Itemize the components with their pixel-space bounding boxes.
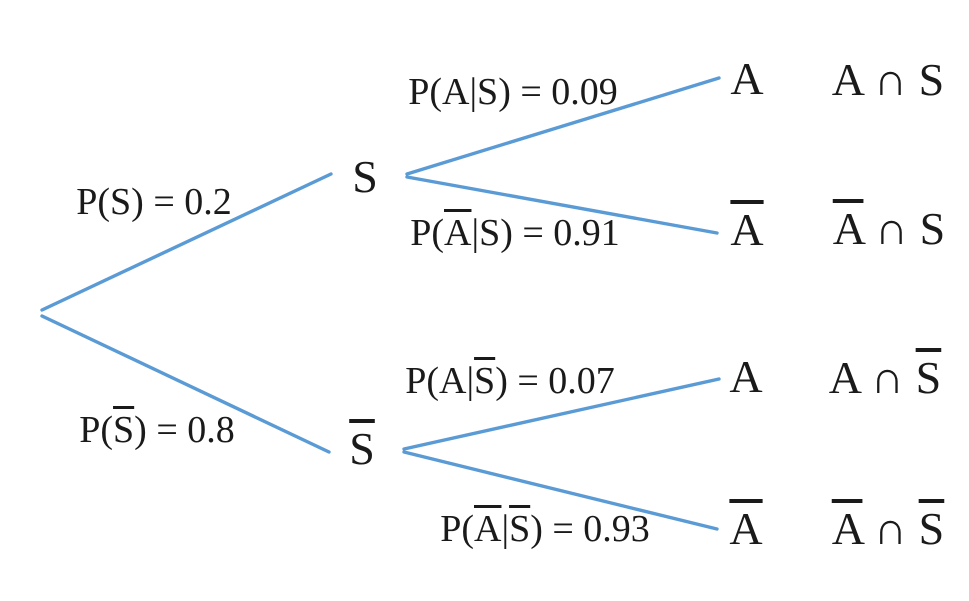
outcome-a-and-s: A ∩ S xyxy=(832,57,944,103)
label-segment: A ∩ S xyxy=(831,54,945,105)
outcome-abar-and-s: A ∩ S xyxy=(833,206,946,252)
branch-label-p-sbar: P(S) = 0.8 xyxy=(79,411,235,449)
edge-sbar-to-a xyxy=(402,377,721,451)
label-segment: ) = 0.93 xyxy=(530,508,650,550)
edge-s-to-a xyxy=(405,76,721,176)
node-sbar: S xyxy=(349,426,375,472)
overline-segment: A xyxy=(730,204,764,255)
edge-root-to-s xyxy=(40,172,333,312)
label-segment: P(A| xyxy=(405,360,475,402)
node-abar-given-s: A xyxy=(730,207,763,253)
node-abar-given-sbar: A xyxy=(729,506,762,552)
branch-label-p-a-given-s: P(A|S) = 0.09 xyxy=(408,73,618,111)
branch-label-p-a-given-sbar: P(A|S) = 0.07 xyxy=(405,362,615,400)
node-s: S xyxy=(352,154,378,200)
label-segment: ∩ xyxy=(862,503,919,554)
overline-segment: A xyxy=(832,203,864,254)
overline-segment: S xyxy=(915,352,942,403)
edge-s-to-abar xyxy=(405,175,719,235)
branch-label-p-s: P(S) = 0.2 xyxy=(76,183,232,221)
outcome-abar-and-sbar: A ∩ S xyxy=(832,506,945,552)
overline-segment: S xyxy=(918,503,945,554)
label-segment: ) = 0.8 xyxy=(134,409,235,451)
overline-segment: A xyxy=(831,503,863,554)
overline-segment: A xyxy=(444,212,472,254)
label-segment: P(S) = 0.2 xyxy=(76,181,232,223)
label-segment: P( xyxy=(440,508,474,550)
outcome-a-and-sbar: A ∩ S xyxy=(829,355,942,401)
branch-label-p-abar-given-s: P(A|S) = 0.91 xyxy=(410,214,620,252)
label-segment: P( xyxy=(410,212,445,254)
label-segment: P(A|S) = 0.09 xyxy=(408,71,618,113)
label-segment: ∩ S xyxy=(863,203,946,254)
overline-segment: S xyxy=(474,360,496,402)
branch-label-p-abar-given-sbar: P(A|S) = 0.93 xyxy=(440,510,650,548)
overline-segment: A xyxy=(474,508,502,550)
overline-segment: A xyxy=(729,503,763,554)
overline-segment: S xyxy=(349,423,375,474)
label-segment: ) = 0.07 xyxy=(495,360,615,402)
label-segment: |S) = 0.91 xyxy=(471,212,620,254)
overline-segment: S xyxy=(509,508,531,550)
label-segment: A xyxy=(730,53,764,104)
label-segment: P( xyxy=(79,409,114,451)
edge-sbar-to-abar xyxy=(402,450,719,531)
label-segment: | xyxy=(501,508,510,550)
label-segment: A ∩ xyxy=(828,352,916,403)
label-segment: A xyxy=(729,351,763,402)
overline-segment: S xyxy=(113,409,135,451)
label-segment: S xyxy=(352,151,378,202)
node-a-given-s: A xyxy=(730,56,763,102)
node-a-given-sbar: A xyxy=(729,354,762,400)
edge-root-to-sbar xyxy=(40,314,331,454)
